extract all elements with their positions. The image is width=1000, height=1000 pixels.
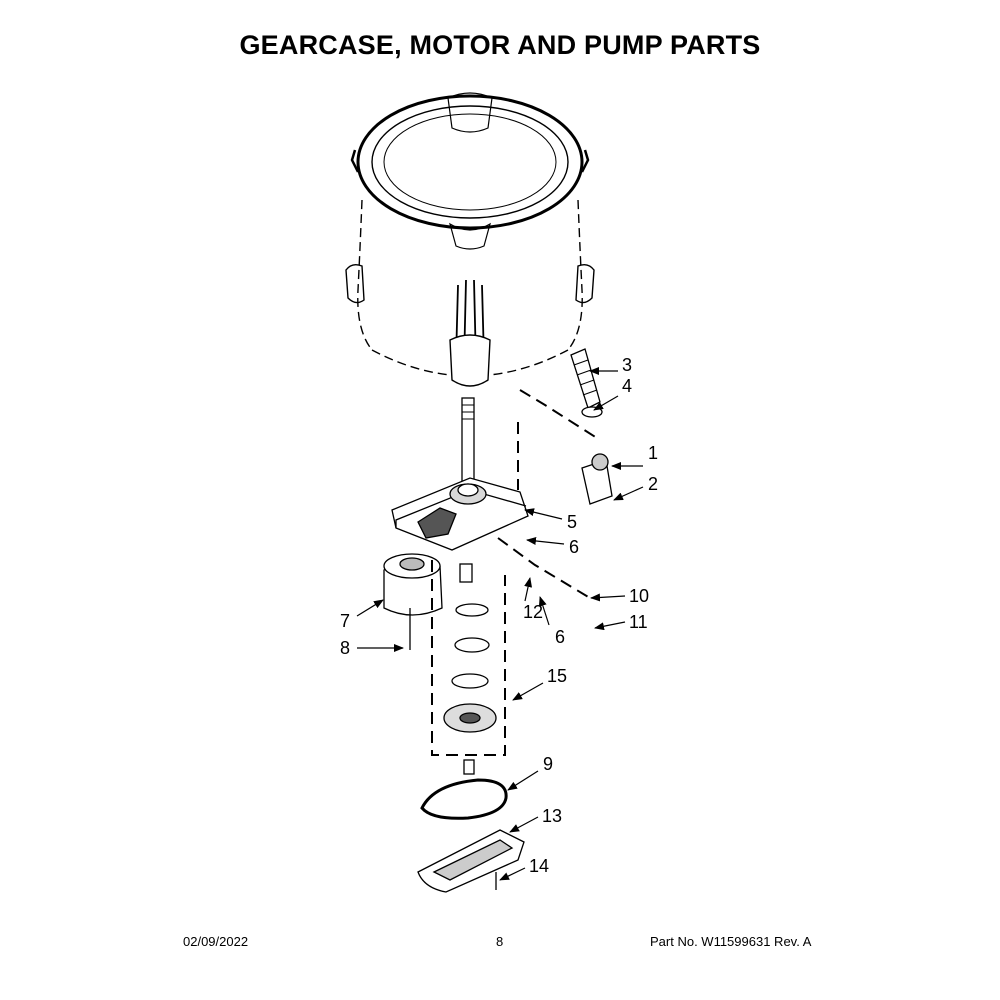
callout-5: 5 bbox=[567, 512, 577, 532]
callout-labels: 1 2 3 4 5 6 6 7 8 9 10 11 12 13 14 15 bbox=[340, 355, 658, 876]
callout-4: 4 bbox=[622, 376, 632, 396]
callout-9: 9 bbox=[543, 754, 553, 774]
drive-motor bbox=[383, 553, 443, 650]
footer-page-number: 8 bbox=[496, 934, 504, 949]
callout-arrows bbox=[356, 367, 644, 881]
leader-lines bbox=[431, 389, 601, 756]
callout-6a: 6 bbox=[569, 537, 579, 557]
callout-1: 1 bbox=[648, 443, 658, 463]
callout-2: 2 bbox=[648, 474, 658, 494]
wash-tub bbox=[345, 92, 595, 387]
footer-date: 02/09/2022 bbox=[183, 934, 249, 949]
callout-11: 11 bbox=[629, 612, 648, 632]
callout-15: 15 bbox=[547, 666, 567, 686]
gearcase-assembly bbox=[391, 397, 529, 551]
callout-7: 7 bbox=[340, 611, 350, 631]
base-plate bbox=[417, 829, 525, 893]
callout-3: 3 bbox=[622, 355, 632, 375]
callout-12: 12 bbox=[523, 602, 543, 622]
callout-10: 10 bbox=[629, 586, 649, 606]
drive-belt bbox=[420, 778, 508, 820]
callout-13: 13 bbox=[542, 806, 562, 826]
drain-pump bbox=[570, 348, 613, 505]
pulley-stack bbox=[443, 563, 497, 775]
page-title: GEARCASE, MOTOR AND PUMP PARTS bbox=[239, 30, 761, 60]
footer-part-number: Part No. W11599631 Rev. A bbox=[650, 934, 812, 949]
callout-14: 14 bbox=[529, 856, 549, 876]
callout-6b: 6 bbox=[555, 627, 565, 647]
callout-8: 8 bbox=[340, 638, 350, 658]
